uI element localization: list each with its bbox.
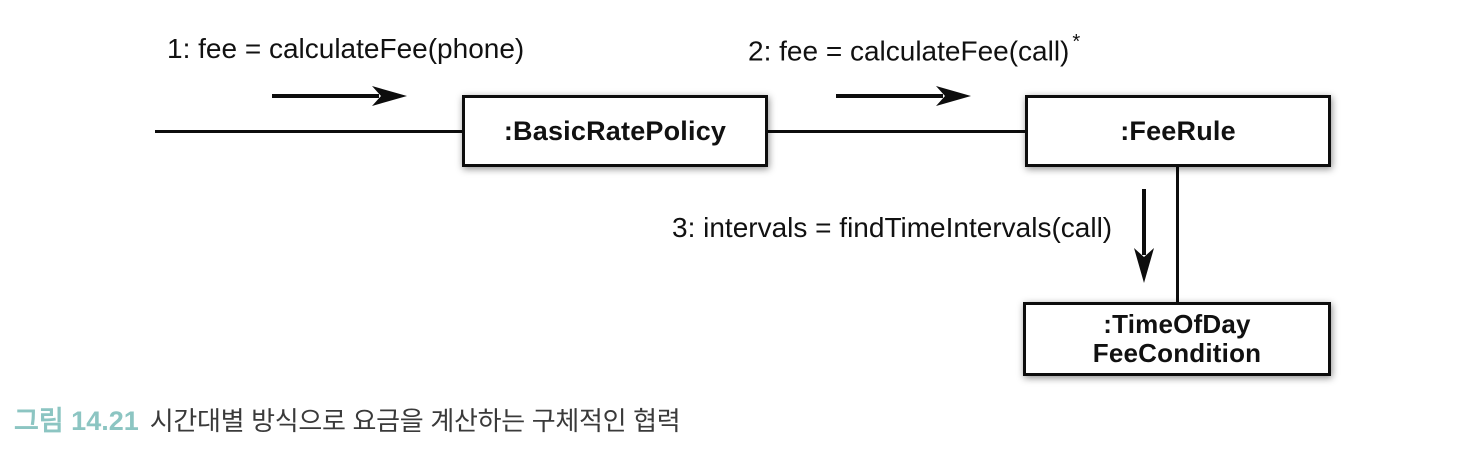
message-3-label: 3: intervals = findTimeIntervals(call) bbox=[672, 212, 1113, 243]
object-box-fee-rule: :FeeRule bbox=[1025, 95, 1331, 167]
link-line-basicratepolicy-feerule bbox=[768, 130, 1025, 133]
object-name-fee-rule: :FeeRule bbox=[1120, 115, 1236, 146]
object-name-basic-rate-policy: :BasicRatePolicy bbox=[503, 115, 727, 146]
object-box-basic-rate-policy: :BasicRatePolicy bbox=[462, 95, 768, 167]
object-name-time-of-day-fee-condition: :TimeOfDay FeeCondition bbox=[1092, 308, 1262, 368]
object-box-time-of-day-fee-condition: :TimeOfDay FeeCondition bbox=[1023, 302, 1331, 376]
object-name-line1: :TimeOfDay bbox=[1103, 308, 1251, 339]
message-1-label: 1: fee = calculateFee(phone) bbox=[167, 33, 525, 64]
message-2-text: 2: fee = calculateFee(call) bbox=[748, 35, 1070, 67]
link-line-feerule-timeofday bbox=[1176, 167, 1179, 302]
message-2-iteration-marker: * bbox=[1072, 31, 1081, 53]
object-name-line2: FeeCondition bbox=[1092, 338, 1262, 368]
message-3-arrow-down-icon bbox=[1134, 189, 1154, 283]
message-2-label: 2: fee = calculateFee(call)* bbox=[748, 31, 1081, 67]
figure-number-label: 그림 14.21 bbox=[14, 406, 139, 436]
figure-caption: 그림 14.21 시간대별 방식으로 요금을 계산하는 구체적인 협력 bbox=[14, 399, 681, 438]
link-line-left bbox=[155, 130, 462, 133]
figure-caption-text: 시간대별 방식으로 요금을 계산하는 구체적인 협력 bbox=[149, 406, 681, 436]
message-1-arrow-right-icon bbox=[272, 86, 407, 106]
message-2-arrow-right-icon bbox=[836, 86, 971, 106]
